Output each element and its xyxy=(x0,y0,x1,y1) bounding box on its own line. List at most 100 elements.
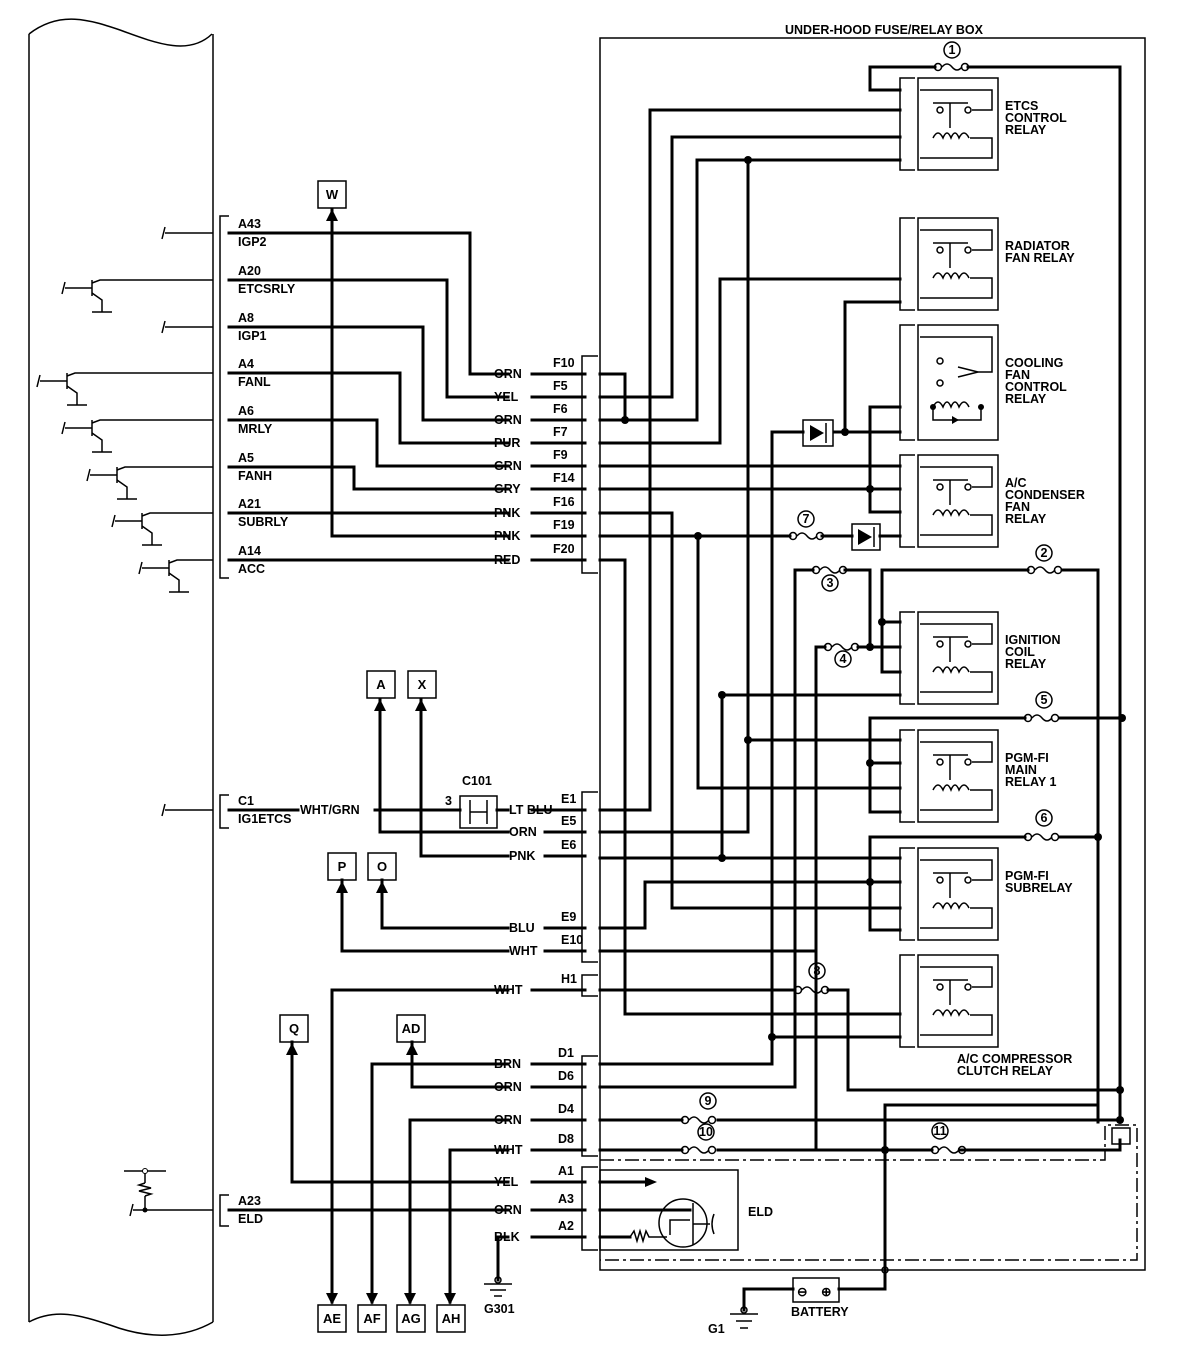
fuse-icon: 4 xyxy=(823,642,860,668)
relay-label: PGM-FI xyxy=(1005,869,1049,883)
connector-ref-label: AF xyxy=(363,1311,380,1326)
fuse-number: 10 xyxy=(699,1125,713,1139)
wire-color-label: YEL xyxy=(494,390,519,404)
relay-label: RELAY 1 xyxy=(1005,775,1056,789)
transistor-icon xyxy=(86,466,213,500)
fuse-icon: 3 xyxy=(811,565,848,592)
box-connector-brackets xyxy=(581,355,598,1251)
connector-ref-w[interactable]: W xyxy=(317,180,347,221)
connector-ref-q[interactable]: Q xyxy=(279,1014,309,1055)
ecm-pin-number: A5 xyxy=(238,451,254,465)
relay-label: RELAY xyxy=(1005,123,1047,137)
fuse-number: 8 xyxy=(814,964,821,978)
connector-pin-label: F16 xyxy=(553,495,575,509)
connector-ref-o[interactable]: O xyxy=(367,852,397,893)
relay-label: RELAY xyxy=(1005,657,1047,671)
wire-color-label: YEL xyxy=(494,1175,519,1189)
ecm-pin-number: A43 xyxy=(238,217,261,231)
wire-color-label: BRN xyxy=(494,1057,521,1071)
ecm-outline xyxy=(28,18,214,1336)
connector-ref-label: Q xyxy=(289,1021,299,1036)
ground-g1: G1 xyxy=(708,1306,758,1336)
wire-color-label: ORN xyxy=(494,413,522,427)
connector-pin-label: E9 xyxy=(561,910,576,924)
connector-ref-label: O xyxy=(377,859,387,874)
ground-g1-label: G1 xyxy=(708,1322,725,1336)
arrow-down-icon xyxy=(404,1293,416,1305)
wire-color-label: ORN xyxy=(494,1113,522,1127)
wire-color-label: ORN xyxy=(494,1203,522,1217)
battery-positive: ⊕ xyxy=(821,1285,831,1299)
relay-label: A/C xyxy=(1005,476,1027,490)
fuse-number: 1 xyxy=(949,43,956,57)
connector-ref-ah[interactable]: AH xyxy=(436,1293,466,1333)
connector-pin-label: E6 xyxy=(561,838,576,852)
eld-enclosure xyxy=(600,1124,1138,1261)
wire-color-label: PNK xyxy=(494,529,520,543)
wire-color-label: LT BLU xyxy=(509,803,553,817)
connector-pin-label: E5 xyxy=(561,814,576,828)
connector-ref-label: AE xyxy=(323,1311,341,1326)
connector-pin-label: F9 xyxy=(553,448,568,462)
ecm-internal-circuits xyxy=(36,226,213,1217)
wire-color-label: GRY xyxy=(494,482,521,496)
arrow-up-icon xyxy=(376,881,388,893)
connector-ref-ag[interactable]: AG xyxy=(396,1293,426,1333)
fuse-icon: 2 xyxy=(1026,544,1063,575)
fuse-number: 4 xyxy=(840,652,847,666)
ecm-pin-number: A14 xyxy=(238,544,261,558)
connector-ref-x[interactable]: X xyxy=(407,670,437,711)
wires xyxy=(227,65,1126,1304)
connector-ref-p[interactable]: P xyxy=(327,852,357,893)
wire-color-label: PNK xyxy=(494,506,520,520)
arrow-up-icon xyxy=(415,699,427,711)
battery: ⊖ ⊕ BATTERY xyxy=(742,1266,889,1319)
battery-label: BATTERY xyxy=(791,1305,849,1319)
relay-label: CONTROL xyxy=(1005,380,1067,394)
fuse-number: 5 xyxy=(1041,693,1048,707)
fuse-icon: 6 xyxy=(1023,809,1060,842)
fuse-number: 11 xyxy=(933,1124,946,1138)
ecm-pin-number: C1 xyxy=(238,794,254,808)
diode-icon xyxy=(851,523,881,551)
ecm-pin-name: FANL xyxy=(238,375,271,389)
ecm-pin-name: ELD xyxy=(238,1212,263,1226)
wire-color-label: GRN xyxy=(494,459,522,473)
ecm-pin-name: IG1ETCS xyxy=(238,812,292,826)
ecm-pin-number: A4 xyxy=(238,357,254,371)
relay-label: FAN RELAY xyxy=(1005,251,1075,265)
connector-ref-ae[interactable]: AE xyxy=(317,1293,347,1333)
ecm-pin-name: IGP1 xyxy=(238,329,267,343)
connector-pin-label: E10 xyxy=(561,933,583,947)
c101-name: C101 xyxy=(462,774,492,788)
relay-label: RELAY xyxy=(1005,392,1047,406)
ecm-pin-name: MRLY xyxy=(238,422,273,436)
fuse-number: 6 xyxy=(1041,811,1048,825)
ecm-pin-name: SUBRLY xyxy=(238,515,289,529)
connector-pin-label: F7 xyxy=(553,425,568,439)
ecm-pin-name: IGP2 xyxy=(238,235,267,249)
relay-label: SUBRELAY xyxy=(1005,881,1073,895)
connector-ref-ad[interactable]: AD xyxy=(396,1014,426,1055)
connector-pin-label: F19 xyxy=(553,518,575,532)
ecm-pin-number: A20 xyxy=(238,264,261,278)
transistor-icon xyxy=(111,512,213,546)
connector-ref-a[interactable]: A xyxy=(366,670,396,711)
wire-color-label: WHT xyxy=(494,1143,523,1157)
box-title: UNDER-HOOD FUSE/RELAY BOX xyxy=(785,23,984,37)
connector-pin-label: F14 xyxy=(553,471,575,485)
ecm-connector-brackets xyxy=(219,215,229,1227)
connector-ref-label: P xyxy=(338,859,347,874)
c1-wire-color: WHT/GRN xyxy=(300,803,360,817)
c101-pin: 3 xyxy=(445,794,452,808)
connector-pin-label: D4 xyxy=(558,1102,574,1116)
diode-icon xyxy=(802,419,834,447)
relay-label: CONDENSER xyxy=(1005,488,1085,502)
connector-ref-af[interactable]: AF xyxy=(357,1293,387,1333)
